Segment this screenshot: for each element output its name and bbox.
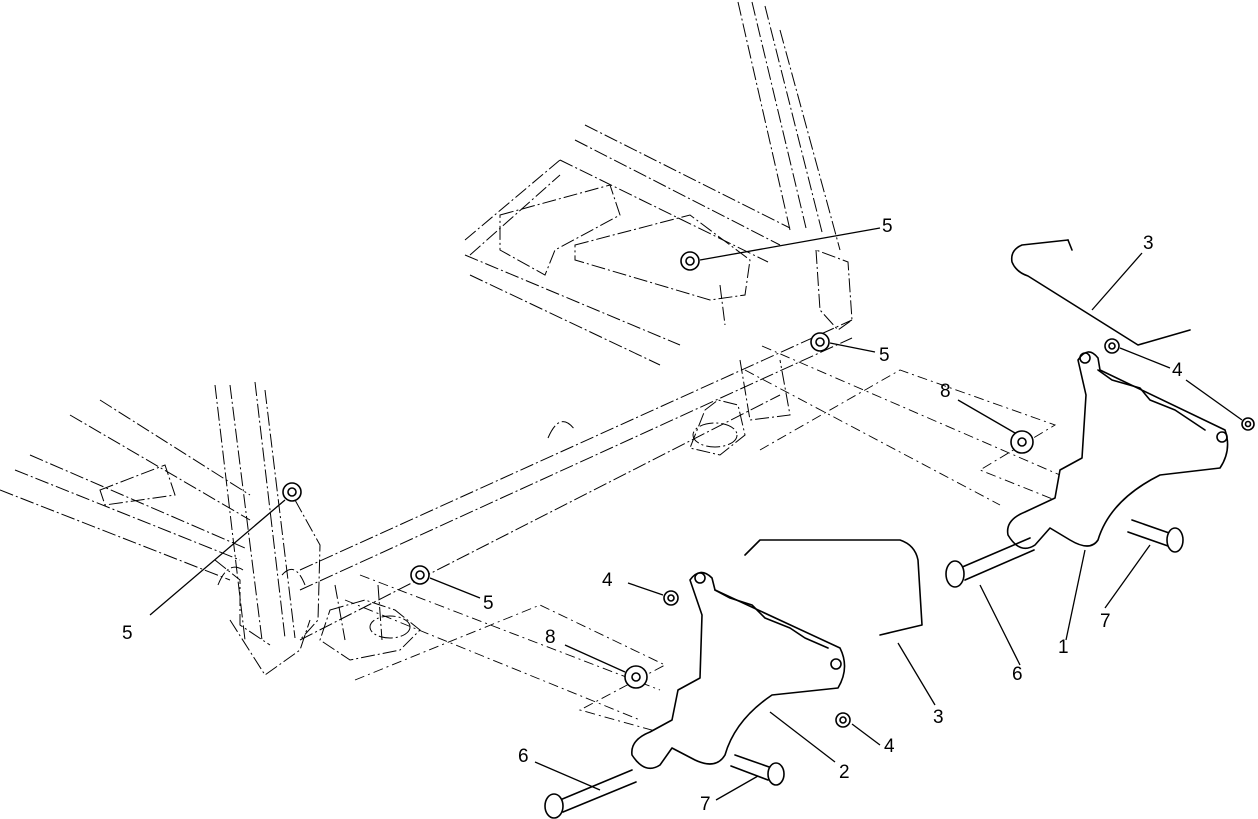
callout-8-left: 8	[545, 627, 556, 648]
frame-nuts-part-5	[282, 251, 830, 585]
leader-lines	[149, 227, 1243, 801]
nut-part-5-top	[680, 251, 700, 271]
pin-part-7-right	[1127, 519, 1173, 547]
callout-3-right: 3	[1143, 233, 1154, 254]
bushing-part-8-right	[1010, 430, 1034, 454]
rod-part-3-left	[744, 539, 923, 636]
right-bracket-assembly	[945, 239, 1255, 588]
rod-part-3-right	[1010, 239, 1191, 346]
callout-6-left: 6	[518, 746, 529, 767]
bushing-part-8-left	[624, 665, 648, 689]
callout-8-right: 8	[940, 381, 951, 402]
bracket-part-2	[631, 571, 846, 770]
nut-part-5-lower	[410, 565, 430, 585]
nut-part-4-left-b	[835, 712, 851, 728]
callout-2: 2	[839, 762, 850, 783]
callout-4-right-a: 4	[1172, 360, 1183, 381]
pin-part-6-left	[559, 769, 637, 813]
pin-part-6-right	[959, 537, 1035, 581]
pin-part-7-left	[730, 754, 773, 781]
callout-3-left: 3	[933, 707, 944, 728]
nut-part-5-right	[810, 332, 830, 352]
callout-labels: 5 5 5 5 3 3 4 4 4 8 8 6 6 7 7 1 2	[122, 216, 1183, 815]
callout-4-left-b: 4	[884, 736, 895, 757]
callout-1: 1	[1058, 637, 1069, 658]
nut-part-4-left-a	[663, 590, 679, 606]
nut-part-4-right-b	[1241, 417, 1255, 431]
alignment-lines	[344, 345, 1106, 746]
callout-5-left: 5	[122, 623, 133, 644]
callout-6-right: 6	[1012, 664, 1023, 685]
callout-5-right: 5	[879, 345, 890, 366]
nut-part-5-left	[282, 482, 302, 502]
callout-7-right: 7	[1100, 611, 1111, 632]
callout-5-top: 5	[882, 216, 893, 237]
callout-7-left: 7	[700, 794, 711, 815]
bracket-part-1	[1006, 351, 1229, 550]
nut-part-4-right-a	[1104, 338, 1120, 354]
frame-phantom	[0, 1, 853, 676]
callout-4-left-a: 4	[602, 570, 613, 591]
callout-5-lower: 5	[483, 593, 494, 614]
left-bracket-assembly	[544, 539, 923, 819]
